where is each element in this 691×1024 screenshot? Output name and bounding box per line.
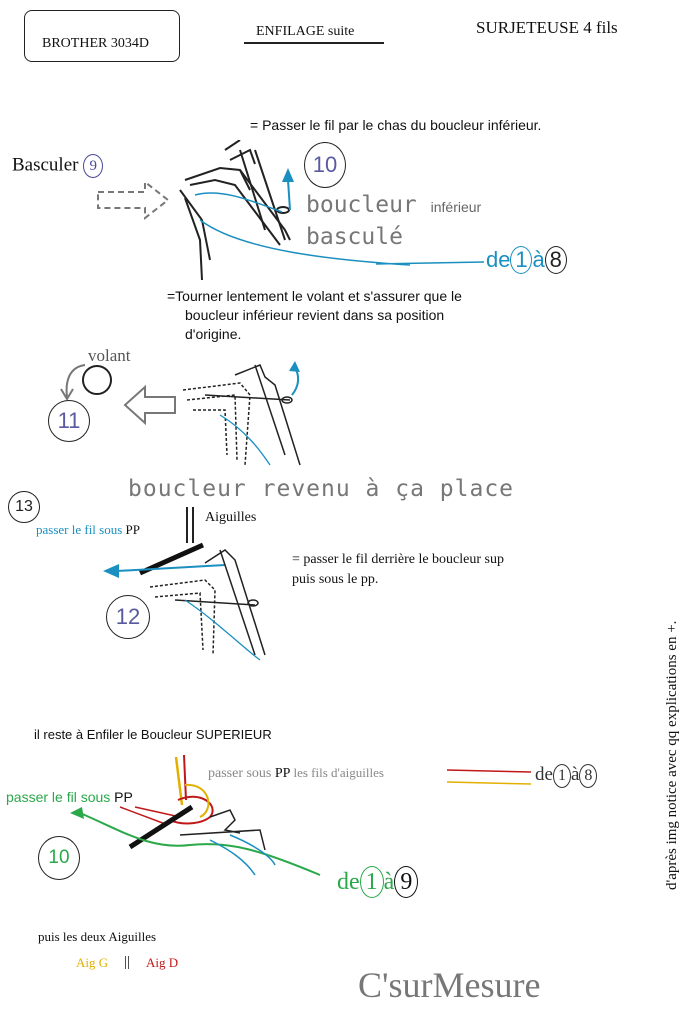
boucleur-revenu-caption: boucleur revenu à ça place [128,476,515,502]
blue-thread-2 [219,414,271,466]
up-arrow-icon [282,168,294,211]
green-pp-text: PP [114,789,133,805]
step10-instruction: = Passer le fil par le chas du boucleur … [250,117,542,133]
basculer-text: Basculer [12,154,79,176]
left-arrow-blue-icon [103,564,226,578]
step12-illustration [103,507,266,661]
step12-line-1: = passer le fil derrière le boucleur sup [292,552,504,567]
green-pass-text: passer le fil sous [6,789,111,805]
section-title: ENFILAGE suite [256,24,355,39]
handwheel-icon [82,365,112,395]
range-prefix: de [486,247,511,272]
range-to-circle: 8 [544,246,567,274]
sous-text-1: passer sous [208,766,272,781]
step11-line-3: d'origine. [185,326,242,342]
step11-line-2: boucleur inférieur revient dans sa posit… [185,307,445,323]
blue-thread [194,192,411,266]
step11-line-1: =Tourner lentement le volant et s'assure… [167,288,462,304]
left-needle-label: Aig G [76,955,109,970]
section-underline [244,42,384,44]
right-needle-label: Aig D [146,955,179,970]
step11-instruction: =Tourner lentement le volant et s'assure… [167,287,462,344]
needle-bars: || [124,954,131,970]
boucleur-word: boucleur [306,192,417,218]
range-from-circle: 1 [510,246,533,274]
range1-to-circle: 8 [579,764,598,788]
model-box [24,10,180,62]
range2-from-circle: 1 [359,866,384,898]
step12-instruction: = passer le fil derrière le boucleur sup… [292,550,504,590]
sous-text-3: les fils d'aiguilles [293,765,384,780]
step10-illustration [97,140,411,280]
step11-illustration [60,361,301,466]
blue-leader-line [376,261,485,265]
left-arrow-icon [123,384,176,426]
side-note: d'après img notice avec qq explications … [664,620,680,890]
range1-from-circle: 1 [552,764,571,788]
range2-mid: à [383,869,395,895]
page-title: SURJETEUSE 4 fils [476,18,618,37]
upper-looper-illustration [70,755,321,876]
upper-step-number-circle: 10 [38,836,80,880]
inferieur-word: inférieur [430,199,482,215]
needle-lines [186,507,194,543]
pass-text: passer le fil sous [36,522,123,537]
basculer-label: Basculer 9 [12,154,104,178]
both-needles-label: puis les deux Aiguilles [38,929,157,944]
model-label: BROTHER 3034D [42,36,149,51]
range1-mid: à [570,764,580,785]
blue-thread-3 [184,599,261,661]
curved-arrow-icon [60,364,86,401]
boucleur-inferieur-label: boucleur inférieur [306,192,481,218]
up-arrow-icon-2 [289,361,300,396]
aiguilles-label: Aiguilles [205,510,257,525]
step11-number-circle: 11 [48,400,90,442]
bascule-label: basculé [306,224,403,250]
upper-looper-drawing [179,809,266,851]
dashed-arrow-icon [97,179,170,221]
blue-thread-4 [209,839,256,876]
upper-looper-intro: il reste à Enfiler le Boucleur SUPERIEUR [34,727,272,742]
looper-returned-drawing [182,364,301,466]
sous-pp-text: PP [274,766,290,781]
pass-needle-threads-label: passer sous PP les fils d'aiguilles [208,765,384,782]
step12-number-circle: 12 [106,595,150,639]
brand-signature: C'surMesure [358,965,541,1005]
yellow-needle-thread [174,756,184,806]
volant-label: volant [88,346,131,365]
presser-foot-bar-2 [128,804,194,850]
step13-number-circle: 13 [8,491,40,523]
range1-prefix: de [535,764,553,785]
range-mid: à [532,247,545,272]
green-thread [70,807,321,876]
pp-text: PP [125,522,141,537]
red-needle-thread [183,755,187,801]
pass-under-pp-label: passer le fil sous PP [36,522,140,538]
basculer-number-circle: 9 [83,154,104,178]
pass-under-pp-green-label: passer le fil sous PP [6,789,133,805]
range2-to-circle: 9 [394,866,419,898]
lower-looper-drawing [179,140,291,280]
step10-number-circle: 10 [304,142,346,188]
needle-thread-lines [446,769,532,785]
step12-line-2: puis sous le pp. [292,572,379,587]
range2-prefix: de [337,869,360,895]
